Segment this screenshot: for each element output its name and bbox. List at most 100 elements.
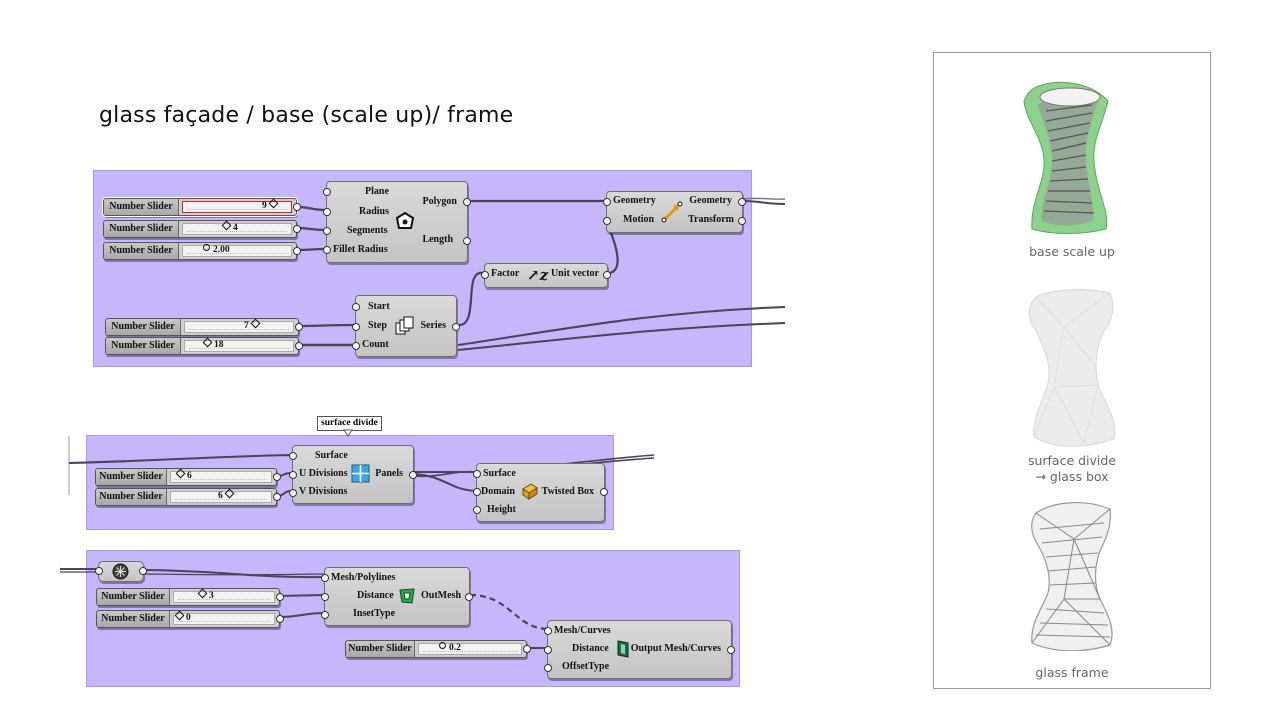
slider-track[interactable] — [184, 340, 294, 352]
divide-surface-component[interactable]: Surface U Divisions V Divisions Panels — [289, 445, 417, 504]
caption-glass-frame: glass frame — [1035, 665, 1109, 680]
slider-label: Number Slider — [96, 469, 167, 485]
output-mesh-curves: Output Mesh/Curves — [630, 643, 721, 654]
mesh-input-component[interactable] — [95, 561, 147, 582]
slider-count[interactable]: Number Slider 18 — [105, 337, 303, 355]
input-mesh-polylines: Mesh/Polylines — [331, 572, 396, 583]
grid-panels-icon — [351, 464, 370, 483]
slider-label: Number Slider — [104, 199, 179, 215]
slider-value: 0 — [173, 610, 191, 625]
offset-mesh-icon — [617, 640, 629, 658]
slider-value: 3 — [196, 588, 214, 603]
input-height: Height — [487, 504, 516, 515]
slider-offset-distance[interactable]: Number Slider 0.2 — [345, 640, 531, 658]
input-step: Step — [368, 320, 387, 331]
move-arrow-icon — [661, 201, 683, 223]
slider-track[interactable] — [182, 245, 292, 257]
input-distance: Distance — [357, 590, 394, 601]
slider-value: 6 — [218, 488, 236, 503]
input-radius: Radius — [359, 206, 390, 217]
input-distance: Distance — [572, 643, 609, 654]
output-out-mesh: OutMesh — [421, 590, 461, 601]
input-geometry: Geometry — [613, 195, 656, 206]
slider-radius[interactable]: Number Slider 9 — [103, 198, 301, 216]
input-segments: Segments — [347, 225, 388, 236]
input-count: Count — [362, 339, 389, 350]
slider-track[interactable] — [182, 223, 292, 235]
slider-track[interactable] — [182, 201, 292, 213]
slider-label: Number Slider — [346, 641, 415, 657]
slider-value: 2.00 — [200, 243, 230, 257]
input-start: Start — [368, 301, 390, 312]
slider-value: 4 — [220, 220, 238, 235]
output-polygon: Polygon — [422, 196, 457, 207]
input-domain: Domain — [481, 486, 515, 497]
preview-panel: base scale up surface divide → glass box… — [933, 52, 1211, 689]
page-title: glass façade / base (scale up)/ frame — [99, 103, 514, 128]
move-component[interactable]: Geometry Motion Geometry Transform — [603, 191, 746, 233]
input-u-divisions: U Divisions — [299, 468, 348, 479]
slider-u-divisions[interactable]: Number Slider 6 — [95, 468, 281, 486]
output-unit-vector: Unit vector — [550, 268, 599, 279]
window-frame-component[interactable]: Mesh/Polylines Distance InsetType OutMes… — [321, 567, 473, 626]
slider-label: Number Slider — [104, 221, 179, 237]
slider-value: 9 — [262, 198, 280, 213]
input-factor: Factor — [491, 268, 520, 279]
glass-box-render — [1028, 289, 1116, 447]
series-component[interactable]: Start Step Count Series — [352, 295, 460, 357]
output-series: Series — [420, 320, 446, 331]
twisted-box-component[interactable]: Surface Domain Height Twisted Box — [473, 463, 608, 522]
slider-track[interactable] — [173, 613, 275, 625]
slider-step[interactable]: Number Slider 7 — [105, 318, 303, 336]
slider-track[interactable] — [170, 491, 272, 503]
base-scale-up-render — [1023, 81, 1109, 234]
caption-surface-divide: surface divide — [1027, 453, 1117, 468]
input-motion: Motion — [623, 214, 655, 225]
slider-v-divisions[interactable]: Number Slider 6 — [95, 488, 281, 506]
slider-segments[interactable]: Number Slider 4 — [103, 220, 301, 238]
slider-label: Number Slider — [97, 611, 170, 627]
unit-z-icon: ↗z — [527, 266, 549, 284]
caption-base-scale-up: base scale up — [1029, 244, 1115, 259]
output-twisted-box: Twisted Box — [541, 486, 594, 497]
output-geometry: Geometry — [689, 195, 732, 206]
output-transform: Transform — [688, 214, 734, 225]
input-inset-type: InsetType — [353, 608, 396, 619]
caption-glass-box: → glass box — [1035, 469, 1109, 484]
output-length: Length — [422, 234, 453, 245]
input-plane: Plane — [365, 186, 389, 197]
slider-label: Number Slider — [104, 243, 179, 259]
input-mesh-curves: Mesh/Curves — [554, 625, 611, 636]
slider-track[interactable] — [418, 643, 522, 655]
slider-value: 7 — [244, 318, 262, 333]
slider-label: Number Slider — [106, 319, 181, 335]
slider-window-distance[interactable]: Number Slider 3 — [96, 588, 284, 606]
slider-value: 6 — [174, 468, 192, 483]
glass-frame-render — [1031, 502, 1113, 651]
input-offset-type: OffsetType — [562, 661, 610, 672]
polygon-icon — [395, 212, 415, 229]
tooltip-surface-divide: surface divide — [317, 416, 382, 431]
series-icon — [395, 316, 414, 335]
unit-z-component[interactable]: Factor ↗z Unit vector — [481, 263, 611, 288]
slider-label: Number Slider — [97, 589, 170, 605]
slider-label: Number Slider — [96, 489, 167, 505]
input-surface: Surface — [315, 450, 348, 461]
slider-track[interactable] — [184, 321, 294, 333]
slider-track[interactable] — [170, 471, 272, 483]
slider-track[interactable] — [173, 591, 275, 603]
input-surface: Surface — [483, 468, 516, 479]
slider-inset-type[interactable]: Number Slider 0 — [96, 610, 284, 628]
mesh-icon — [112, 563, 129, 580]
inset-mesh-icon — [399, 588, 415, 604]
polygon-component[interactable]: Plane Radius Segments Fillet Radius Poly… — [323, 181, 471, 263]
slider-value: 0.2 — [436, 641, 461, 655]
input-v-divisions: V Divisions — [299, 486, 348, 497]
input-fillet-radius: Fillet Radius — [333, 244, 388, 255]
offset-mesh-component[interactable]: Mesh/Curves Distance OffsetType Output M… — [544, 620, 735, 679]
output-panels: Panels — [375, 468, 403, 479]
twisted-box-icon — [522, 483, 538, 500]
slider-fillet[interactable]: Number Slider 2.00 — [103, 242, 301, 260]
slider-value: 18 — [201, 337, 224, 352]
slider-label: Number Slider — [106, 338, 181, 354]
